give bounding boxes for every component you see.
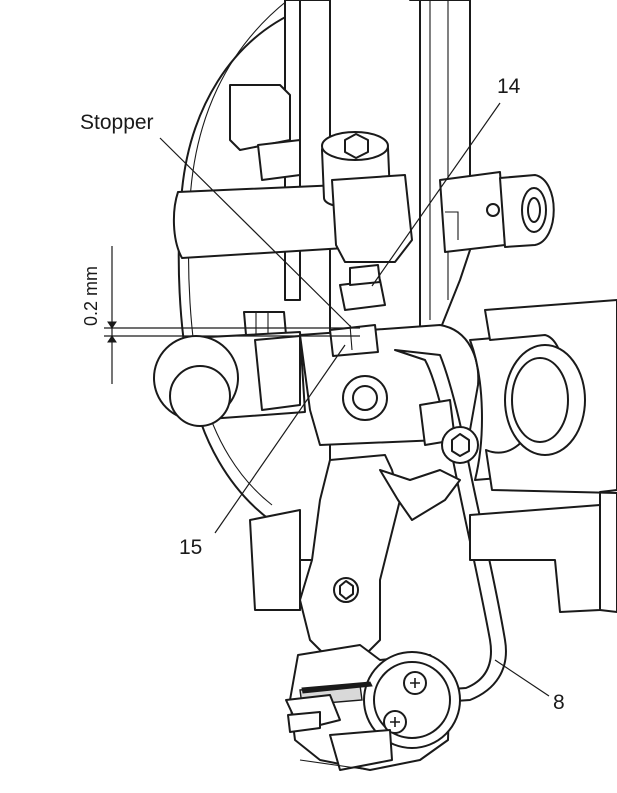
clamp-block: [331, 174, 413, 263]
leader-15: [214, 344, 346, 534]
label-part-15: 15: [179, 536, 203, 559]
leader-8: [494, 659, 550, 697]
upper-bracket: [229, 84, 291, 151]
left-guide: [243, 311, 287, 336]
label-stopper: Stopper: [80, 111, 154, 134]
stopper-block: [329, 324, 379, 357]
leader-stopper: [159, 137, 353, 329]
label-clearance: 0.2 mm: [81, 265, 101, 326]
clearance-dimension: [104, 246, 360, 384]
housing-inner-edge: [187, 0, 289, 506]
leader-14: [371, 102, 501, 287]
upper-shaft: [172, 184, 346, 259]
label-part-8: 8: [553, 691, 565, 714]
vertical-frame: [409, 0, 471, 331]
label-part-14: 14: [497, 75, 521, 98]
